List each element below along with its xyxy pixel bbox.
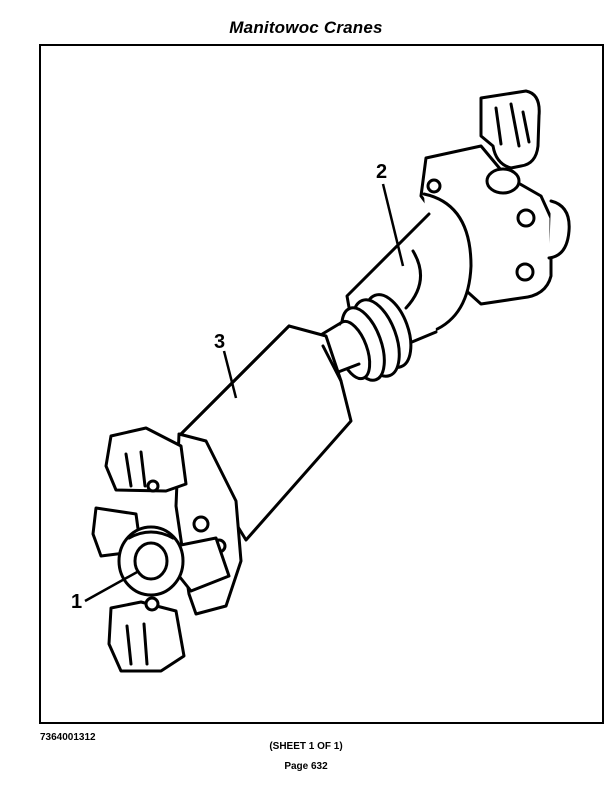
slip-joint [317, 192, 473, 382]
page-number: Page 632 [284, 761, 328, 772]
callout-1: 1 [71, 591, 82, 613]
figure-frame: 2 3 1 [39, 44, 604, 724]
sheet-indicator: (SHEET 1 OF 1) [269, 741, 343, 752]
callout-leaders [84, 183, 405, 603]
callout-3: 3 [214, 331, 225, 353]
drawing-part-number: 7364001312 [40, 732, 96, 743]
upper-yoke [419, 89, 571, 306]
callout-2: 2 [376, 161, 387, 183]
drive-shaft-illustration: 2 3 1 [71, 89, 571, 673]
page-title: Manitowoc Cranes [229, 18, 383, 37]
lower-yoke [91, 426, 243, 673]
